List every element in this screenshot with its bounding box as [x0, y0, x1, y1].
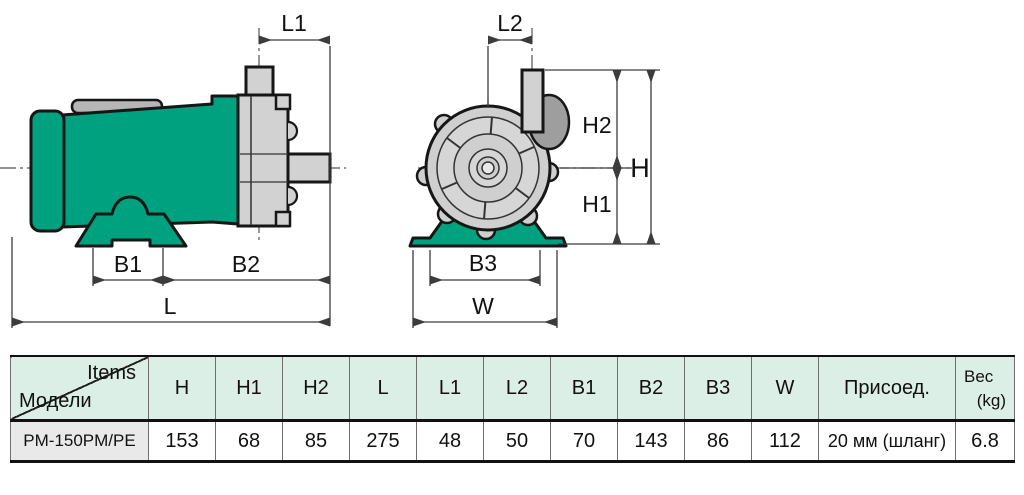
front-outlet-pipe: [520, 68, 545, 134]
value-l2: 50: [483, 420, 551, 463]
value-w: 112: [751, 420, 819, 463]
pump-dimension-diagram: L1 B1 B2 L: [0, 10, 660, 328]
value-h1: 68: [215, 420, 283, 463]
weight-label-line1: Вес: [964, 367, 994, 386]
value-b1: 70: [550, 420, 618, 463]
dim-label-h: H: [630, 153, 650, 183]
model-name-cell: PM-150PM/PE: [10, 420, 149, 463]
side-mounting-foot: [74, 195, 188, 248]
corner-items-label: Items: [87, 362, 136, 384]
front-dimension-lines: [412, 35, 660, 328]
front-hub-center: [481, 161, 495, 175]
dim-label-b3: B3: [469, 250, 497, 276]
side-dimension-lines: [11, 35, 331, 328]
value-weight: 6.8: [955, 420, 1015, 463]
dim-label-l1: L1: [281, 10, 307, 36]
dim-label-l2: L2: [497, 10, 523, 36]
value-b2: 143: [617, 420, 685, 463]
side-end-cap: [29, 109, 66, 233]
table-data-row: PM-150PM/PE 153 68 85 275 48 50 70 143 8…: [10, 420, 1015, 463]
side-view: [0, 28, 346, 248]
value-h2: 85: [282, 420, 350, 463]
side-head-bump-lower: [287, 185, 299, 207]
dim-label-b1: B1: [114, 251, 142, 277]
dim-label-h2: H2: [582, 112, 611, 138]
value-l: 275: [349, 420, 417, 463]
col-header-b2: B2: [617, 355, 685, 422]
value-b3: 86: [684, 420, 752, 463]
front-view: [408, 28, 632, 248]
side-head-top-tab: [274, 93, 292, 111]
side-inlet-pipe: [286, 152, 332, 184]
dim-label-l: L: [164, 293, 177, 319]
col-header-b3: B3: [684, 355, 752, 422]
dim-label-h1: H1: [582, 191, 611, 217]
col-header-weight: Вес (kg): [955, 355, 1015, 422]
col-header-l2: L2: [483, 355, 551, 422]
side-pump-head: [236, 93, 290, 228]
value-h: 153: [148, 420, 216, 463]
col-header-h2: H2: [282, 355, 350, 422]
col-header-h1: H1: [215, 355, 283, 422]
corner-model-label: Модели: [19, 390, 92, 412]
side-head-bottom-tab: [274, 210, 292, 228]
col-header-h: H: [148, 355, 216, 422]
table-header-row: Items Модели H H1 H2 L L1 L2 B1 B2 B3 W …: [10, 355, 1015, 422]
col-header-l1: L1: [416, 355, 484, 422]
dim-label-w: W: [472, 293, 494, 319]
corner-header-cell: Items Модели: [10, 355, 149, 422]
value-l1: 48: [416, 420, 484, 463]
side-head-bump-upper: [287, 120, 299, 142]
weight-label-line2: (kg): [976, 391, 1006, 410]
value-connection: 20 мм (шланг): [818, 420, 956, 463]
col-header-l: L: [349, 355, 417, 422]
side-motor-body: [60, 94, 240, 229]
col-header-b1: B1: [550, 355, 618, 422]
col-header-connection: Присоед.: [818, 355, 956, 422]
dimensions-table: Items Модели H H1 H2 L L1 L2 B1 B2 B3 W …: [10, 355, 1015, 463]
col-header-w: W: [751, 355, 819, 422]
dim-label-b2: B2: [232, 251, 260, 277]
spec-table: Items Модели H H1 H2 L L1 L2 B1 B2 B3 W …: [10, 355, 1015, 463]
